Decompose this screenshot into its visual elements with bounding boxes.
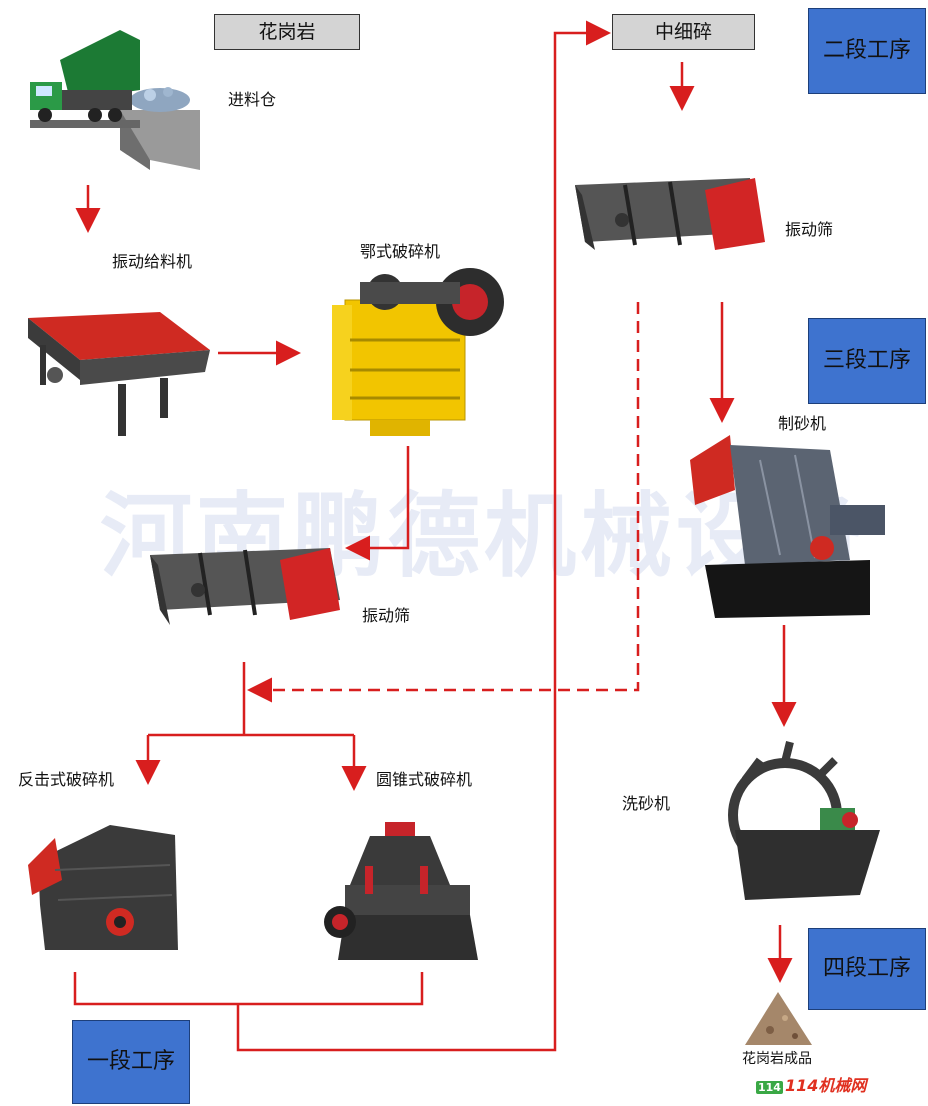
vibrating-screen-2-illustration	[575, 178, 765, 250]
stage-4-box: 四段工序	[808, 928, 926, 1010]
sand-maker-illustration	[690, 435, 885, 618]
vibrating-screen-2-label: 振动筛	[785, 220, 834, 239]
stage-2-box: 二段工序	[808, 8, 926, 94]
sand-maker-label: 制砂机	[778, 414, 827, 433]
stage-1-box: 一段工序	[72, 1020, 190, 1104]
cone-crusher-illustration	[324, 822, 478, 960]
impact-crusher-illustration	[28, 825, 178, 950]
dump-truck-illustration	[30, 30, 200, 170]
cone-crusher-label: 圆锥式破碎机	[376, 770, 473, 789]
vibrating-screen-illustration	[150, 548, 340, 625]
vibrating-feeder-illustration	[28, 312, 210, 436]
feed-bin-label: 进料仓	[228, 90, 277, 109]
sand-washer-illustration	[728, 741, 880, 900]
sand-pile-illustration	[745, 992, 812, 1045]
finished-product-label: 花岗岩成品	[742, 1051, 812, 1067]
logo-mark-icon: 114	[756, 1081, 783, 1094]
sand-washer-label: 洗砂机	[622, 794, 671, 813]
logo-text: 114机械网	[784, 1076, 867, 1095]
medium-fine-crushing-title: 中细碎	[612, 14, 755, 50]
vibrating-screen-label: 振动筛	[362, 606, 411, 625]
impact-crusher-label: 反击式破碎机	[18, 770, 115, 789]
granite-title: 花岗岩	[214, 14, 360, 50]
flow-arrows	[73, 20, 797, 1052]
jaw-crusher-illustration	[332, 268, 504, 436]
stage-3-box: 三段工序	[808, 318, 926, 404]
jaw-crusher-label: 鄂式破碎机	[360, 242, 441, 261]
vibrating-feeder-label: 振动给料机	[112, 252, 193, 271]
